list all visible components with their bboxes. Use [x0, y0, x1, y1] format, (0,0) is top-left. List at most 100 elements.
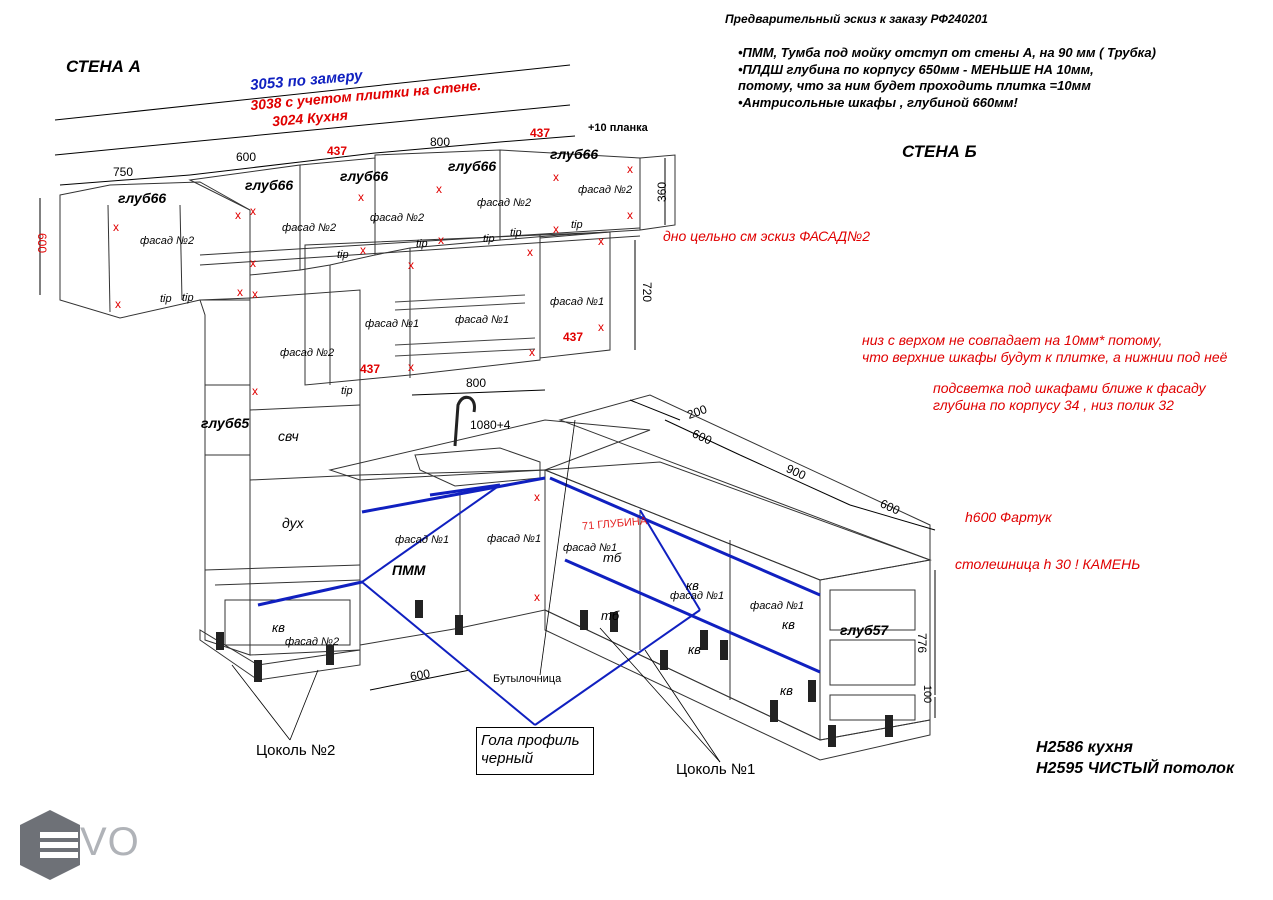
x-marker: x [113, 220, 119, 234]
x-marker: x [250, 204, 256, 218]
kv-label: кв [272, 620, 285, 635]
x-marker: x [527, 245, 533, 259]
x-marker: x [250, 256, 256, 270]
depth-label: глуб66 [245, 177, 294, 193]
x-marker: x [529, 345, 535, 359]
dim-600: 600 [236, 150, 257, 164]
tip-label: tip [483, 233, 495, 245]
ceiling-height: H2595 ЧИСТЫЙ потолок [1036, 760, 1235, 777]
x-marker: x [598, 234, 604, 248]
note-light-2: глубина по корпусу 34 , низ полик 32 [933, 397, 1174, 413]
x-marker: x [534, 590, 540, 604]
facade-label: фасад №1 [395, 534, 450, 546]
plinth-1-label: Цоколь №1 [676, 761, 756, 778]
dim-800: 800 [430, 135, 451, 149]
depth-label: глуб66 [340, 168, 389, 184]
facade-label: фасад №2 [282, 222, 337, 234]
note-apron: h600 Фартук [965, 509, 1052, 525]
sketch-title: Предварительный эскиз к заказу РФ240201 [725, 12, 988, 26]
gola-line-1: Гола профиль [481, 732, 580, 749]
faucet [453, 395, 476, 447]
x-marker: x [408, 258, 414, 272]
x-marker: x [627, 208, 633, 222]
dim-437-d: 437 [563, 330, 584, 344]
x-marker: x [235, 208, 241, 222]
note-bottom: дно цельно см эскиз ФАСАД№2 [663, 228, 871, 244]
depth-label-57: глуб57 [840, 622, 889, 638]
x-marker: x [627, 162, 633, 176]
facade-label: фасад №2 [477, 197, 532, 209]
sink [414, 447, 541, 487]
sink-dim: 1080+4 [470, 418, 511, 432]
x-marker: x [252, 287, 258, 301]
facade-label: фасад №2 [280, 347, 335, 359]
upper-cabinet-2 [188, 164, 301, 276]
note-line-1: •ПММ, Тумба под мойку отступ от стены А,… [738, 45, 1156, 60]
x-marker: x [436, 182, 442, 196]
depth-label-65: глуб65 [201, 415, 250, 431]
tip-label: tip [510, 227, 522, 239]
dim-776: 776 [915, 632, 930, 654]
tip-label: tip [416, 238, 428, 250]
facade-label: фасад №1 [455, 314, 510, 326]
x-marker: x [358, 190, 364, 204]
x-marker: x [237, 285, 243, 299]
depth-label: глуб66 [118, 190, 167, 206]
note-mismatch-2: что верхние шкафы будут к плитке, а нижн… [862, 349, 1228, 365]
note-light-1: подсветка под шкафами ближе к фасаду [933, 380, 1206, 396]
tip-label: tip [337, 249, 349, 261]
kv-label: кв [688, 642, 701, 657]
facade-label: фасад №1 [563, 542, 618, 554]
dim-437-b: 437 [530, 126, 551, 140]
plinth-2-label: Цоколь №2 [256, 742, 336, 759]
microwave-label: свч [278, 428, 299, 444]
facade-label: фасад №2 [140, 235, 195, 247]
facade-label: фасад №2 [285, 636, 340, 648]
note-mismatch-1: низ с верхом не совпадает на 10мм* потом… [862, 332, 1163, 348]
note-line-2: •ПЛДШ глубина по корпусу 650мм - МЕНЬШЕ … [738, 62, 1094, 77]
depth-label: глуб66 [550, 146, 599, 162]
x-marker: x [252, 384, 258, 398]
dim-600-vert: 600 [35, 232, 50, 254]
dim-437-c: 437 [360, 362, 381, 376]
note-line-3: потому, что за ним будет проходить плитк… [738, 78, 1091, 93]
dim-750: 750 [113, 165, 134, 179]
upper-cabinet-dryer [304, 234, 541, 386]
tb-label: тб [603, 550, 622, 565]
facade-label: фасад №2 [578, 184, 633, 196]
wall-a-label: СТЕНА А [66, 57, 141, 76]
tip-label: tip [160, 293, 172, 305]
depth-label: глуб66 [448, 158, 497, 174]
evo-logo-icon [20, 810, 80, 880]
kv-label: кв [686, 578, 699, 593]
note-countertop: столешница h 30 ! КАМЕНЬ [955, 556, 1141, 572]
x-marker: x [598, 320, 604, 334]
x-marker: x [438, 233, 444, 247]
facade-label: фасад №1 [487, 533, 542, 545]
dim-800-b: 800 [466, 376, 487, 390]
x-marker: x [534, 490, 540, 504]
dim-720: 720 [640, 281, 655, 303]
x-marker: x [115, 297, 121, 311]
dim-360: 360 [655, 181, 670, 203]
kitchen-height: H2586 кухня [1036, 739, 1133, 756]
kv-label: кв [782, 617, 795, 632]
tip-label: tip [341, 385, 353, 397]
x-marker: x [360, 243, 366, 257]
dim-437-a: 437 [327, 144, 348, 158]
bottle-holder-label: Бутылочница [493, 673, 562, 685]
gola-profile-callout: Гола профиль черный [476, 727, 594, 775]
upper-cabinet-3 [299, 157, 376, 271]
facade-label: фасад №1 [750, 600, 805, 612]
upper-cabinet-4 [374, 149, 501, 256]
logo-text: VO [80, 820, 140, 864]
dishwasher-label: ПММ [392, 562, 426, 578]
oven-label: дух [282, 515, 304, 531]
x-marker: x [553, 222, 559, 236]
gola-line-2: черный [481, 750, 534, 767]
facade-label: фасад №1 [550, 296, 605, 308]
facade-label: фасад №1 [365, 318, 420, 330]
dim-plank: +10 планка [588, 122, 648, 134]
tb-label: тб [601, 608, 620, 623]
